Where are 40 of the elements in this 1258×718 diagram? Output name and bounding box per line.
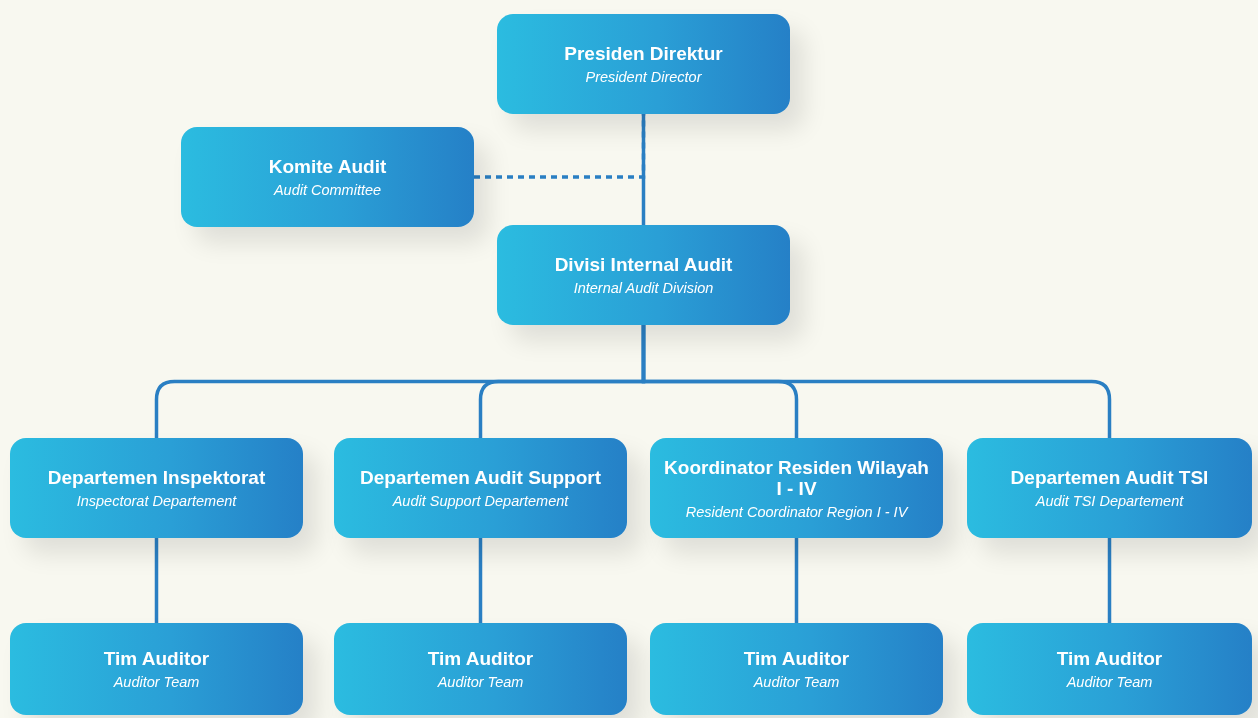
org-box [650,438,943,538]
role-title: Presiden Direktur [564,43,723,64]
role-subtitle: Auditor Team [437,674,524,690]
role-subtitle: Resident Coordinator Region I - IV [685,503,908,520]
org-box [967,438,1252,538]
role-title: Tim Auditor [743,648,850,669]
connector-line [474,114,646,179]
role-title: Tim Auditor [427,648,534,669]
connector-line [154,538,159,623]
connector-line [794,538,799,623]
org-box [334,623,627,715]
org-box [10,623,303,715]
role-subtitle: Auditor Team [753,674,840,690]
connector-line [1107,538,1112,623]
role-title: Divisi Internal Audit [554,254,733,275]
role-title: Koordinator Residen Wilayah I - IV [664,456,929,499]
org-box [497,14,790,114]
org-box [650,623,943,715]
role-subtitle: Audit Committee [273,182,382,198]
org-box [181,127,474,227]
connector-line [641,325,1112,438]
role-subtitle: Audit TSI Departement [1035,493,1184,509]
role-title: Komite Audit [268,156,387,177]
role-title: Departemen Audit Support [360,467,601,488]
role-title: Departemen Inspektorat [47,467,266,488]
role-subtitle: Inspectorat Departement [76,493,237,509]
org-box [334,438,627,538]
role-title: Tim Auditor [1056,648,1163,669]
org-box [967,623,1252,715]
org-box [497,225,790,325]
role-title: Departemen Audit TSI [1010,467,1209,488]
org-box [10,438,303,538]
connector-line [478,538,483,623]
role-subtitle: Internal Audit Division [573,280,714,296]
connector-line [641,114,646,225]
role-subtitle: President Director [585,69,702,85]
role-subtitle: Auditor Team [1066,674,1153,690]
role-subtitle: Audit Support Departement [392,493,569,509]
role-title: Tim Auditor [103,648,210,669]
role-subtitle: Auditor Team [113,674,200,690]
